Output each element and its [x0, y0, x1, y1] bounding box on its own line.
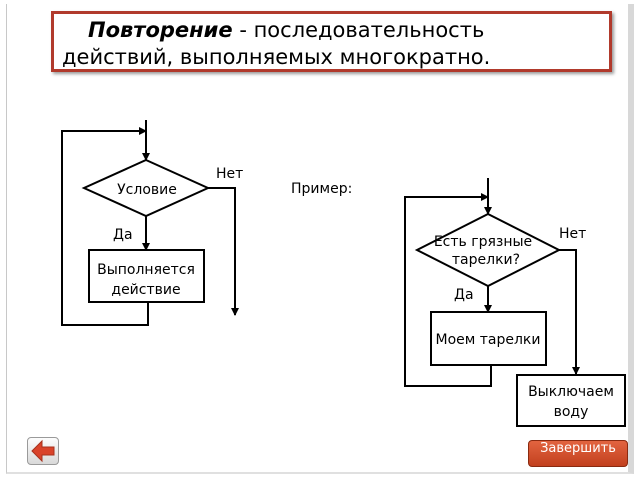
- right-flowchart: [404, 178, 626, 427]
- left-action-box: [88, 249, 205, 303]
- left-flowchart: [61, 120, 239, 326]
- left-condition-label: Условие: [117, 182, 177, 198]
- title-box: Повторение - последовательность действий…: [51, 11, 612, 72]
- title-rest: - последовательность: [232, 18, 485, 42]
- right-condition-label-line2: тарелки?: [452, 252, 520, 268]
- back-button[interactable]: [27, 437, 59, 465]
- right-no-label: Нет: [559, 226, 586, 242]
- title-line-1: Повторение - последовательность: [62, 17, 601, 44]
- finish-button[interactable]: Завершить: [528, 440, 628, 467]
- right-action-box: [430, 311, 547, 366]
- title-line-2: действий, выполняемых многократно.: [62, 45, 491, 69]
- left-no-label: Нет: [216, 166, 243, 182]
- right-yes-label: Да: [454, 287, 474, 303]
- left-yes-label: Да: [113, 227, 133, 243]
- right-exit-label-line2: воду: [554, 404, 589, 420]
- title-bold: Повторение: [88, 18, 233, 42]
- right-exit-box: [516, 374, 626, 427]
- left-loop-back-line: [61, 127, 149, 326]
- right-exit-label-line1: Выключаем: [528, 384, 614, 400]
- right-no-branch-line: [559, 249, 580, 375]
- right-loop-back-line: [404, 193, 492, 387]
- right-action-label: Моем тарелки: [435, 332, 540, 348]
- left-no-branch-line: [208, 187, 239, 316]
- left-action-label-line1: Выполняется: [97, 262, 195, 278]
- right-condition-diamond: [414, 212, 562, 288]
- left-action-label-line2: действие: [111, 282, 180, 298]
- example-label: Пример:: [291, 181, 352, 197]
- right-condition-label-line1: Есть грязные: [434, 234, 532, 250]
- left-arrow-icon: [31, 439, 55, 463]
- slide-frame: [6, 4, 634, 474]
